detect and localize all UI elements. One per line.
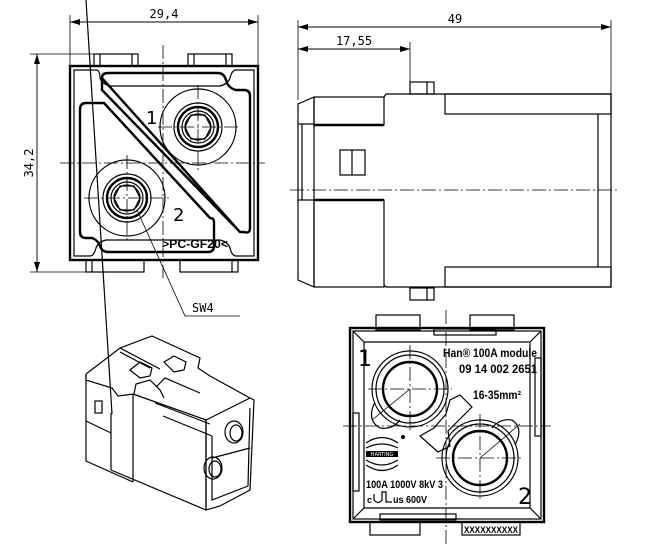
contact-2: 2	[84, 155, 184, 242]
product-line-text: Han® 100A module	[443, 346, 537, 360]
dimension-partial-length: 17,55	[298, 34, 411, 82]
date-code: XXXXXXXXXX	[464, 525, 518, 535]
contact-1-label: 1	[146, 108, 157, 129]
contact-1: 1	[146, 85, 240, 170]
contact-2-label: 2	[173, 205, 184, 226]
rear-contact-2: 2	[436, 414, 532, 510]
cert-prefix: c	[367, 495, 372, 505]
harting-logo-text: HARTING	[371, 452, 394, 458]
callout-sw4: SW4	[136, 209, 240, 317]
side-view: 49 17,55	[290, 12, 620, 301]
dimension-width-label: 29,4	[150, 7, 179, 21]
ul-logo-icon	[373, 491, 392, 504]
dimension-total-length: 49	[297, 12, 612, 100]
cert-suffix: us 600V	[393, 495, 427, 506]
dimension-partial-label: 17,55	[336, 34, 372, 48]
ul-certification-mark: c us 600V	[367, 491, 427, 506]
dimension-total-label: 49	[448, 12, 462, 26]
harting-logo: HARTING	[365, 435, 405, 472]
rating-text: 100A 1000V 8kV 3	[366, 479, 443, 491]
dimension-height-label: 34,2	[22, 149, 36, 178]
dimension-height: 34,2	[22, 53, 100, 273]
rear-contact-2-label: 2	[518, 485, 532, 510]
front-view: 29,4 34,2	[22, 7, 265, 317]
callout-sw4-label: SW4	[192, 301, 214, 315]
dimension-width: 29,4	[69, 7, 259, 65]
wire-range-text: 16-35mm²	[473, 388, 521, 402]
coding-element	[418, 394, 473, 453]
rear-contact-1: 1	[358, 345, 452, 432]
material-mark: >PC-GF20<	[162, 237, 228, 251]
isometric-view	[85, 0, 255, 511]
part-number-text: 09 14 002 2651	[459, 362, 537, 376]
rear-view: XXXXXXXXXX 1	[343, 310, 551, 545]
rear-contact-1-label: 1	[358, 347, 372, 372]
